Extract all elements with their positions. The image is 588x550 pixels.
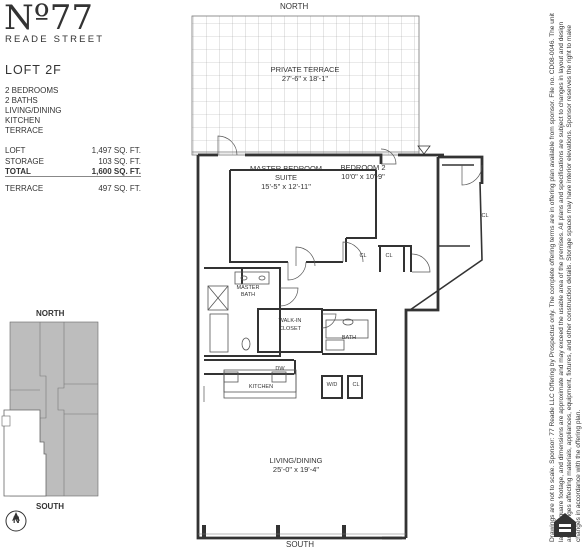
closet-label: CL (385, 253, 393, 259)
area-label: TERRACE (5, 184, 44, 193)
walk-in-closet-name: WALK-IN (278, 318, 302, 324)
plan-north-label: NORTH (280, 2, 309, 11)
columns (202, 525, 346, 537)
plan-south-label: SOUTH (286, 540, 314, 549)
area-value: 103 SQ. FT. (98, 156, 141, 166)
brand-logo-street: READE STREET (5, 34, 105, 45)
kitchen-island (223, 373, 297, 399)
floor-plan (191, 15, 484, 540)
master-bedroom-dimension: 15'-5" x 12'-11" (261, 182, 311, 191)
area-value: 497 SQ. FT. (98, 184, 141, 193)
master-bedroom-name: MASTER BEDROOM (249, 164, 323, 173)
dishwasher-label: DW (275, 366, 285, 372)
bath-name: BATH (341, 335, 357, 341)
terrace-tiles (191, 15, 420, 156)
area-row: STORAGE 103 SQ. FT. (5, 157, 141, 168)
terrace-area-row: TERRACE 497 SQ. FT. (5, 184, 141, 193)
kitchen-name: KITCHEN (248, 384, 274, 390)
feature-item: KITCHEN (5, 116, 41, 125)
area-label: TOTAL (5, 167, 31, 176)
unit-features: 2 BEDROOMS 2 BATHS LIVING/DINING KITCHEN… (5, 86, 61, 136)
closet-label: CL (352, 382, 360, 388)
legal-disclaimer: Drawings are not to scale. Sponsor: 77 R… (549, 13, 582, 542)
total-divider (5, 176, 141, 177)
area-value: 1,497 SQ. FT. (91, 146, 141, 155)
area-label: LOFT (5, 146, 26, 155)
feature-item: TERRACE (5, 126, 44, 135)
entry-marker (417, 145, 431, 155)
area-value: 1,600 SQ. FT. (91, 167, 141, 176)
key-plan-south-label: SOUTH (36, 502, 64, 511)
walk-in-closet-name-2: CLOSET (278, 326, 301, 332)
feature-item: 2 BATHS (5, 96, 38, 105)
master-bath-name-2: BATH (240, 292, 256, 298)
bedroom-2-name: BEDROOM 2 (340, 163, 386, 172)
key-plan-north-label: NORTH (36, 309, 65, 318)
key-plan (1, 321, 99, 497)
area-table: LOFT 1,497 SQ. FT. STORAGE 103 SQ. FT. T… (5, 146, 141, 178)
master-bedroom-name-2: SUITE (274, 173, 298, 182)
area-label: STORAGE (5, 156, 44, 166)
interior-walls (197, 158, 412, 399)
compass-label: N (13, 515, 20, 525)
closet-label: CL (481, 213, 489, 219)
bedroom-2-dimension: 10'0" x 10'-9" (341, 172, 385, 181)
equal-housing-icon (554, 513, 576, 537)
door-swings (203, 135, 483, 402)
feature-item: LIVING/DINING (5, 106, 62, 115)
washer-dryer-label: W/D (326, 382, 338, 388)
exterior-walls (196, 153, 484, 540)
terrace-name: PRIVATE TERRACE (270, 65, 340, 74)
area-row: LOFT 1,497 SQ. FT. (5, 146, 141, 157)
unit-title: LOFT 2F (5, 63, 62, 77)
feature-item: 2 BEDROOMS (5, 86, 59, 95)
living-dining-name: LIVING/DINING (269, 456, 323, 465)
area-row-total: TOTAL 1,600 SQ. FT. (5, 167, 141, 178)
terrace-dimension: 27'-6" x 18'-1" (281, 74, 329, 83)
compass-icon (5, 510, 27, 532)
master-bath-name: MASTER (236, 285, 260, 291)
key-plan-unit-highlight (3, 409, 47, 497)
living-dining-dimension: 25'-0" x 19'-4" (272, 465, 320, 474)
brand-logo-number: Nº77 (4, 0, 94, 38)
closet-label: CL (359, 253, 367, 259)
